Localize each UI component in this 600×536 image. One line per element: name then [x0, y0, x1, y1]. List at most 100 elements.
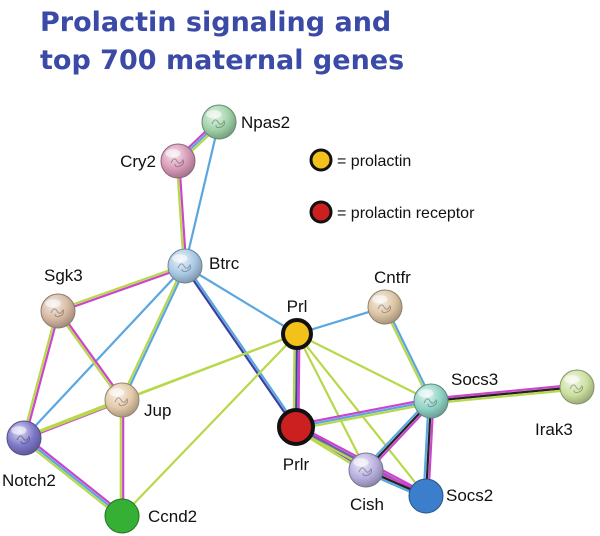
edge-line [294, 397, 432, 426]
node-circle-irak3 [559, 369, 595, 405]
node-structure-socs3 [423, 398, 438, 408]
node-label-socs3: Socs3 [451, 370, 498, 389]
edge-btrc-prl [183, 264, 299, 336]
node-cry2: Cry2 [120, 143, 196, 179]
node-socs3: Socs3 [413, 370, 498, 419]
edge-line [119, 264, 186, 401]
edge-line [295, 332, 368, 472]
node-prl: Prl [281, 297, 313, 350]
node-notch2: Notch2 [2, 420, 56, 490]
node-circle-sgk3 [40, 293, 76, 329]
node-highlight-socs3 [418, 389, 434, 398]
edge-line [55, 310, 123, 402]
edge-prlr-socs3 [294, 397, 433, 431]
node-socs2: Socs2 [408, 478, 493, 514]
edge-prl-cish [295, 332, 368, 472]
node-highlight-cntfr [372, 295, 388, 304]
edge-line [178, 159, 188, 268]
node-btrc: Btrc [167, 248, 240, 284]
edge-line [120, 332, 299, 518]
node-label-cry2: Cry2 [120, 152, 156, 171]
node-structure-btrc [177, 263, 192, 273]
node-label-jup: Jup [144, 401, 171, 420]
edge-prl-notch2 [22, 332, 299, 440]
edge-prl-socs3 [295, 332, 433, 403]
edge-btrc-notch2 [22, 264, 187, 440]
node-label-prlr: Prlr [283, 455, 310, 474]
edge-socs3-irak3 [429, 383, 579, 405]
node-highlight-btrc [172, 254, 188, 263]
edge-jup-ccnd2 [119, 398, 125, 518]
node-circle-cry2 [160, 143, 196, 179]
node-irak3: Irak3 [535, 369, 595, 439]
edge-notch2-ccnd2 [21, 435, 125, 519]
edge-line [24, 435, 125, 516]
node-circle-cish [348, 452, 384, 488]
edge-line [429, 383, 578, 400]
legend-label-prolactin: = prolactin [337, 153, 411, 170]
node-highlight-cish [353, 458, 369, 467]
edge-line [21, 309, 58, 439]
legend-label-receptor: = prolactin receptor [337, 205, 475, 222]
node-cish: Cish [348, 452, 384, 514]
node-label-prl: Prl [287, 297, 308, 316]
node-label-cish: Cish [350, 495, 384, 514]
node-npas2: Npas2 [201, 104, 290, 140]
node-highlight-irak3 [564, 375, 580, 384]
node-sgk3: Sgk3 [40, 266, 83, 329]
edge-line [430, 388, 579, 405]
node-label-sgk3: Sgk3 [44, 266, 83, 285]
node-circle-jup [104, 382, 140, 418]
node-structure-jup [114, 397, 129, 407]
edge-line [183, 264, 299, 336]
node-structure-cry2 [170, 158, 185, 168]
node-highlight-notch2 [11, 426, 27, 435]
figure-title: Prolactin signaling and top 700 maternal… [40, 4, 560, 80]
node-circle-socs3 [413, 383, 449, 419]
node-circle-prl [281, 318, 313, 350]
edge-line [22, 264, 187, 440]
node-circle-btrc [167, 248, 203, 284]
node-highlight-cry2 [165, 149, 181, 158]
node-label-btrc: Btrc [209, 254, 240, 273]
node-structure-notch2 [16, 435, 31, 445]
node-structure-sgk3 [50, 308, 65, 318]
edge-line [121, 265, 188, 402]
edge-line [24, 310, 61, 440]
node-label-socs2: Socs2 [446, 486, 493, 505]
node-ccnd2: Ccnd2 [104, 498, 197, 534]
title-line-2: top 700 maternal genes [40, 45, 405, 76]
node-prlr: Prlr [277, 408, 315, 474]
edge-sgk3-notch2 [21, 309, 61, 440]
edge-line [182, 265, 297, 429]
node-highlight-npas2 [206, 110, 222, 119]
node-circle-prlr [277, 408, 315, 446]
node-circle-npas2 [201, 104, 237, 140]
node-structure-irak3 [569, 384, 584, 394]
edge-cry2-btrc [175, 159, 188, 268]
title-line-1: Prolactin signaling and [40, 7, 392, 38]
edge-sgk3-jup [55, 309, 125, 402]
node-circle-notch2 [6, 420, 42, 456]
node-highlight-jup [109, 388, 125, 397]
node-label-notch2: Notch2 [2, 471, 56, 490]
legend: = prolactin = prolactin receptor [309, 148, 475, 224]
edge-line [183, 120, 221, 268]
node-structure-cish [358, 467, 373, 477]
node-circle-cntfr [367, 289, 403, 325]
node-label-cntfr: Cntfr [374, 268, 411, 287]
legend-swatch-prolactin [309, 148, 333, 172]
node-label-npas2: Npas2 [241, 113, 290, 132]
node-structure-npas2 [211, 119, 226, 129]
edge-line [56, 263, 186, 311]
edge-line [21, 438, 122, 519]
edge-line [295, 332, 433, 403]
node-jup: Jup [104, 382, 171, 420]
edge-line [175, 159, 185, 268]
edge-npas2-btrc [183, 120, 221, 268]
edge-line [57, 266, 187, 314]
edge-prl-ccnd2 [120, 332, 299, 518]
node-circle-socs2 [408, 478, 444, 514]
